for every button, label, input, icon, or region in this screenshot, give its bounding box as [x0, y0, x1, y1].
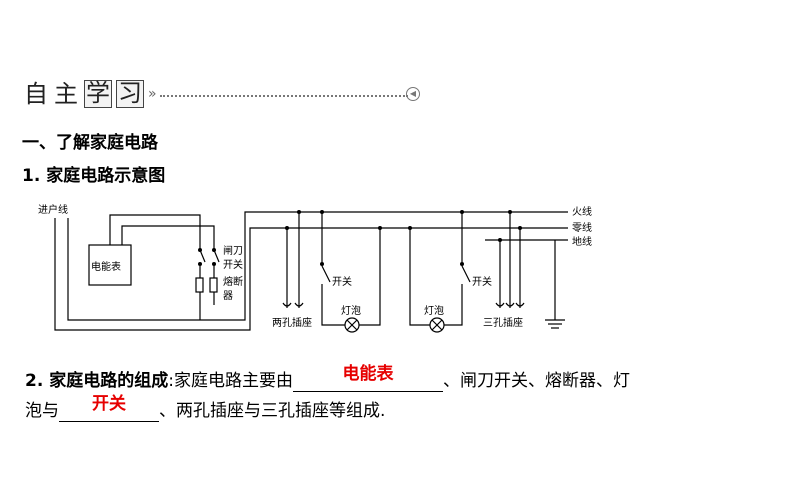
label-live: 火线 — [572, 205, 592, 218]
sub-heading: 1. 家庭电路示意图 — [22, 166, 166, 186]
banner-char: 自 — [24, 80, 48, 108]
answer-text-2: 开关 — [92, 394, 126, 414]
question-line-1: 2. 家庭电路的组成:家庭电路主要由 电能表 、闸刀开关、熔断器、灯 — [25, 364, 630, 392]
dotted-divider — [160, 95, 408, 97]
label-two-hole-socket: 两孔插座 — [272, 316, 312, 329]
label-fuse: 器 — [223, 290, 233, 302]
banner-char: 习 — [116, 79, 144, 108]
question-text: 、闸刀开关、熔断器、灯 — [442, 371, 630, 391]
label-entry: 进户线 — [38, 203, 68, 216]
question-colon: : — [168, 371, 174, 391]
label-fuse: 熔断 — [223, 275, 243, 288]
label-neutral: 零线 — [572, 221, 592, 234]
answer-text-1: 电能表 — [342, 364, 394, 384]
section-banner: 自 主 学 习 » ◀ — [22, 76, 422, 112]
double-chevron-icon: » — [148, 86, 157, 102]
answer-blank-2[interactable]: 开关 — [59, 394, 159, 422]
label-knife-switch: 开关 — [223, 258, 243, 271]
answer-blank-1[interactable]: 电能表 — [292, 364, 443, 392]
question-text: 泡与 — [25, 401, 59, 421]
banner-char: 学 — [84, 79, 112, 108]
banner-char: 主 — [54, 80, 78, 108]
label-three-hole-socket: 三孔插座 — [483, 316, 523, 329]
label-switch: 开关 — [472, 275, 492, 288]
label-ground: 地线 — [572, 235, 592, 248]
label-meter: 电能表 — [91, 260, 121, 273]
label-bulb: 灯泡 — [341, 304, 361, 317]
question-prefix: 2. 家庭电路的组成 — [25, 371, 169, 391]
circle-arrow-icon: ◀ — [406, 87, 420, 101]
question-line-2: 泡与 开关 、两孔插座与三孔插座等组成. — [25, 394, 386, 422]
label-knife-switch: 闸刀 — [223, 244, 243, 257]
section-heading: 一、了解家庭电路 — [22, 133, 158, 153]
label-bulb: 灯泡 — [424, 304, 444, 317]
question-text: 家庭电路主要由 — [173, 371, 293, 391]
question-text: 、两孔插座与三孔插座等组成. — [159, 401, 386, 421]
label-switch: 开关 — [332, 275, 352, 288]
